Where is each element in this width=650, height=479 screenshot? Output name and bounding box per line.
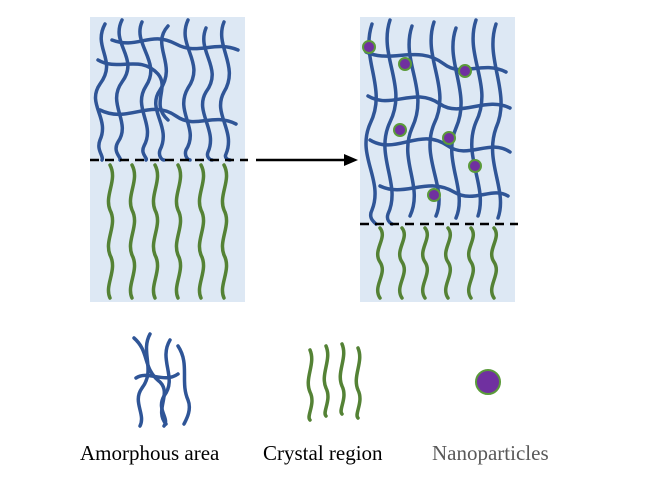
nanoparticle <box>427 188 441 202</box>
left-amorphous-region <box>93 18 240 162</box>
nanoparticle <box>458 64 472 78</box>
nanoparticle <box>393 123 407 137</box>
legend-amorphous-symbol <box>132 332 192 428</box>
arrow-head <box>344 154 358 166</box>
left-crystal-region <box>106 163 229 300</box>
right-amorphous-region <box>364 18 512 226</box>
legend-nanoparticle-symbol <box>475 369 501 395</box>
transition-arrow <box>256 154 358 166</box>
nanoparticle <box>468 159 482 173</box>
nanoparticle <box>398 57 412 71</box>
nanoparticles-in-matrix <box>362 40 482 202</box>
left-panel <box>90 17 248 302</box>
right-panel <box>360 17 518 302</box>
nanoparticle <box>362 40 376 54</box>
legend-crystal-symbol <box>306 342 362 422</box>
nanoparticle <box>442 131 456 145</box>
legend-label-nanoparticles: Nanoparticles <box>432 441 549 465</box>
right-crystal-region <box>376 226 498 300</box>
legend-label-amorphous: Amorphous area <box>80 441 220 465</box>
legend-label-crystal: Crystal region <box>263 441 383 465</box>
